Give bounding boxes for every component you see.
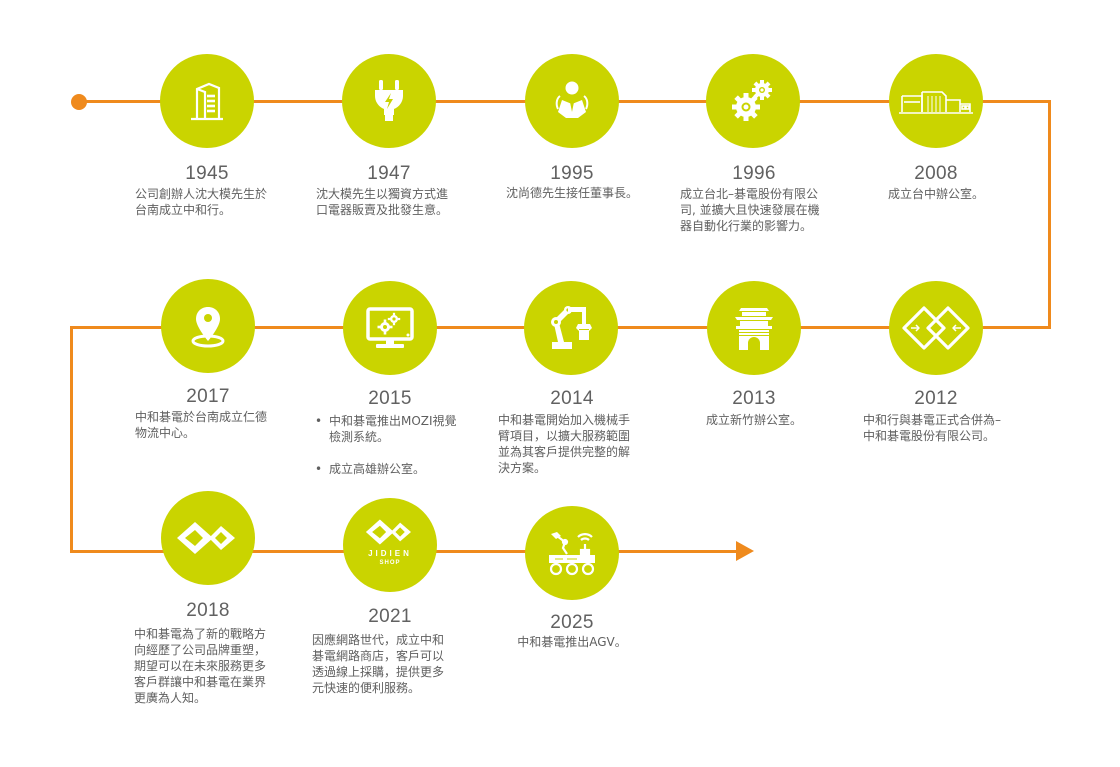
merge-logo-icon: [889, 281, 983, 375]
event-description: 成立新竹辦公室。: [705, 413, 802, 427]
year-label: 2025: [550, 612, 594, 633]
year-label: 2015: [368, 388, 412, 409]
timeline-arrow-icon: [736, 541, 754, 561]
year-label: 2012: [914, 388, 958, 409]
monitor-gears-icon: [343, 281, 437, 375]
bullet-item: 成立高雄辦公室。: [315, 461, 457, 477]
businessman-icon: [525, 54, 619, 148]
event-description: 成立台中辦公室。: [887, 187, 984, 201]
jidien-shop-logo-icon: JIDIEN SHOP: [343, 498, 437, 592]
office-building-icon: [160, 54, 254, 148]
timeline-line-left-vertical: [70, 326, 73, 553]
event-description: 中和碁電為了新的戰略方向經歷了公司品牌重塑，期望可以在未來服務更多客戶群讓中和碁…: [134, 627, 267, 705]
year-label: 1996: [732, 163, 776, 184]
gate-landmark-icon: [707, 281, 801, 375]
event-description: 中和碁電開始加入機械手臂項目，以擴大服務範圍並為其客戶提供完整的解決方案。: [498, 413, 631, 475]
event-description: 中和碁電於台南成立仁德物流中心。: [135, 410, 268, 440]
year-label: 2017: [186, 386, 230, 407]
year-label: 1995: [550, 163, 594, 184]
gears-icon: [706, 54, 800, 148]
event-description: 沈大模先生以獨資方式進口電器販賣及批發生意。: [316, 187, 449, 217]
year-label: 2014: [550, 388, 594, 409]
timeline-line-right-vertical: [1048, 100, 1051, 329]
year-label: 2021: [368, 606, 412, 627]
event-description: 中和行與碁電正式合併為–中和碁電股份有限公司。: [863, 413, 1002, 443]
event-description: 成立台北–碁電股份有限公司, 並擴大且快速發展在機器自動化行業的影響力。: [680, 187, 820, 233]
year-label: 1945: [185, 163, 229, 184]
agv-robot-icon: [525, 506, 619, 600]
year-label: 2013: [732, 388, 776, 409]
location-pin-icon: [161, 279, 255, 373]
logo-text: JIDIEN: [368, 549, 412, 558]
year-label: 2018: [186, 600, 230, 621]
power-plug-icon: [342, 54, 436, 148]
robot-arm-icon: [524, 281, 618, 375]
event-description: 因應網路世代，成立中和碁電網路商店，客戶可以透過線上採購，提供更多元快速的便利服…: [312, 633, 445, 695]
event-description: 沈尚德先生接任董事長。: [505, 186, 638, 200]
event-description: 公司創辦人沈大模先生於台南成立中和行。: [135, 187, 268, 217]
year-label: 1947: [367, 163, 411, 184]
event-description: 中和碁電推出AGV。: [517, 635, 627, 649]
brand-logo-icon: [161, 491, 255, 585]
logo-subtext: SHOP: [379, 560, 401, 566]
office-building-wide-icon: [889, 54, 983, 148]
year-label: 2008: [914, 163, 958, 184]
